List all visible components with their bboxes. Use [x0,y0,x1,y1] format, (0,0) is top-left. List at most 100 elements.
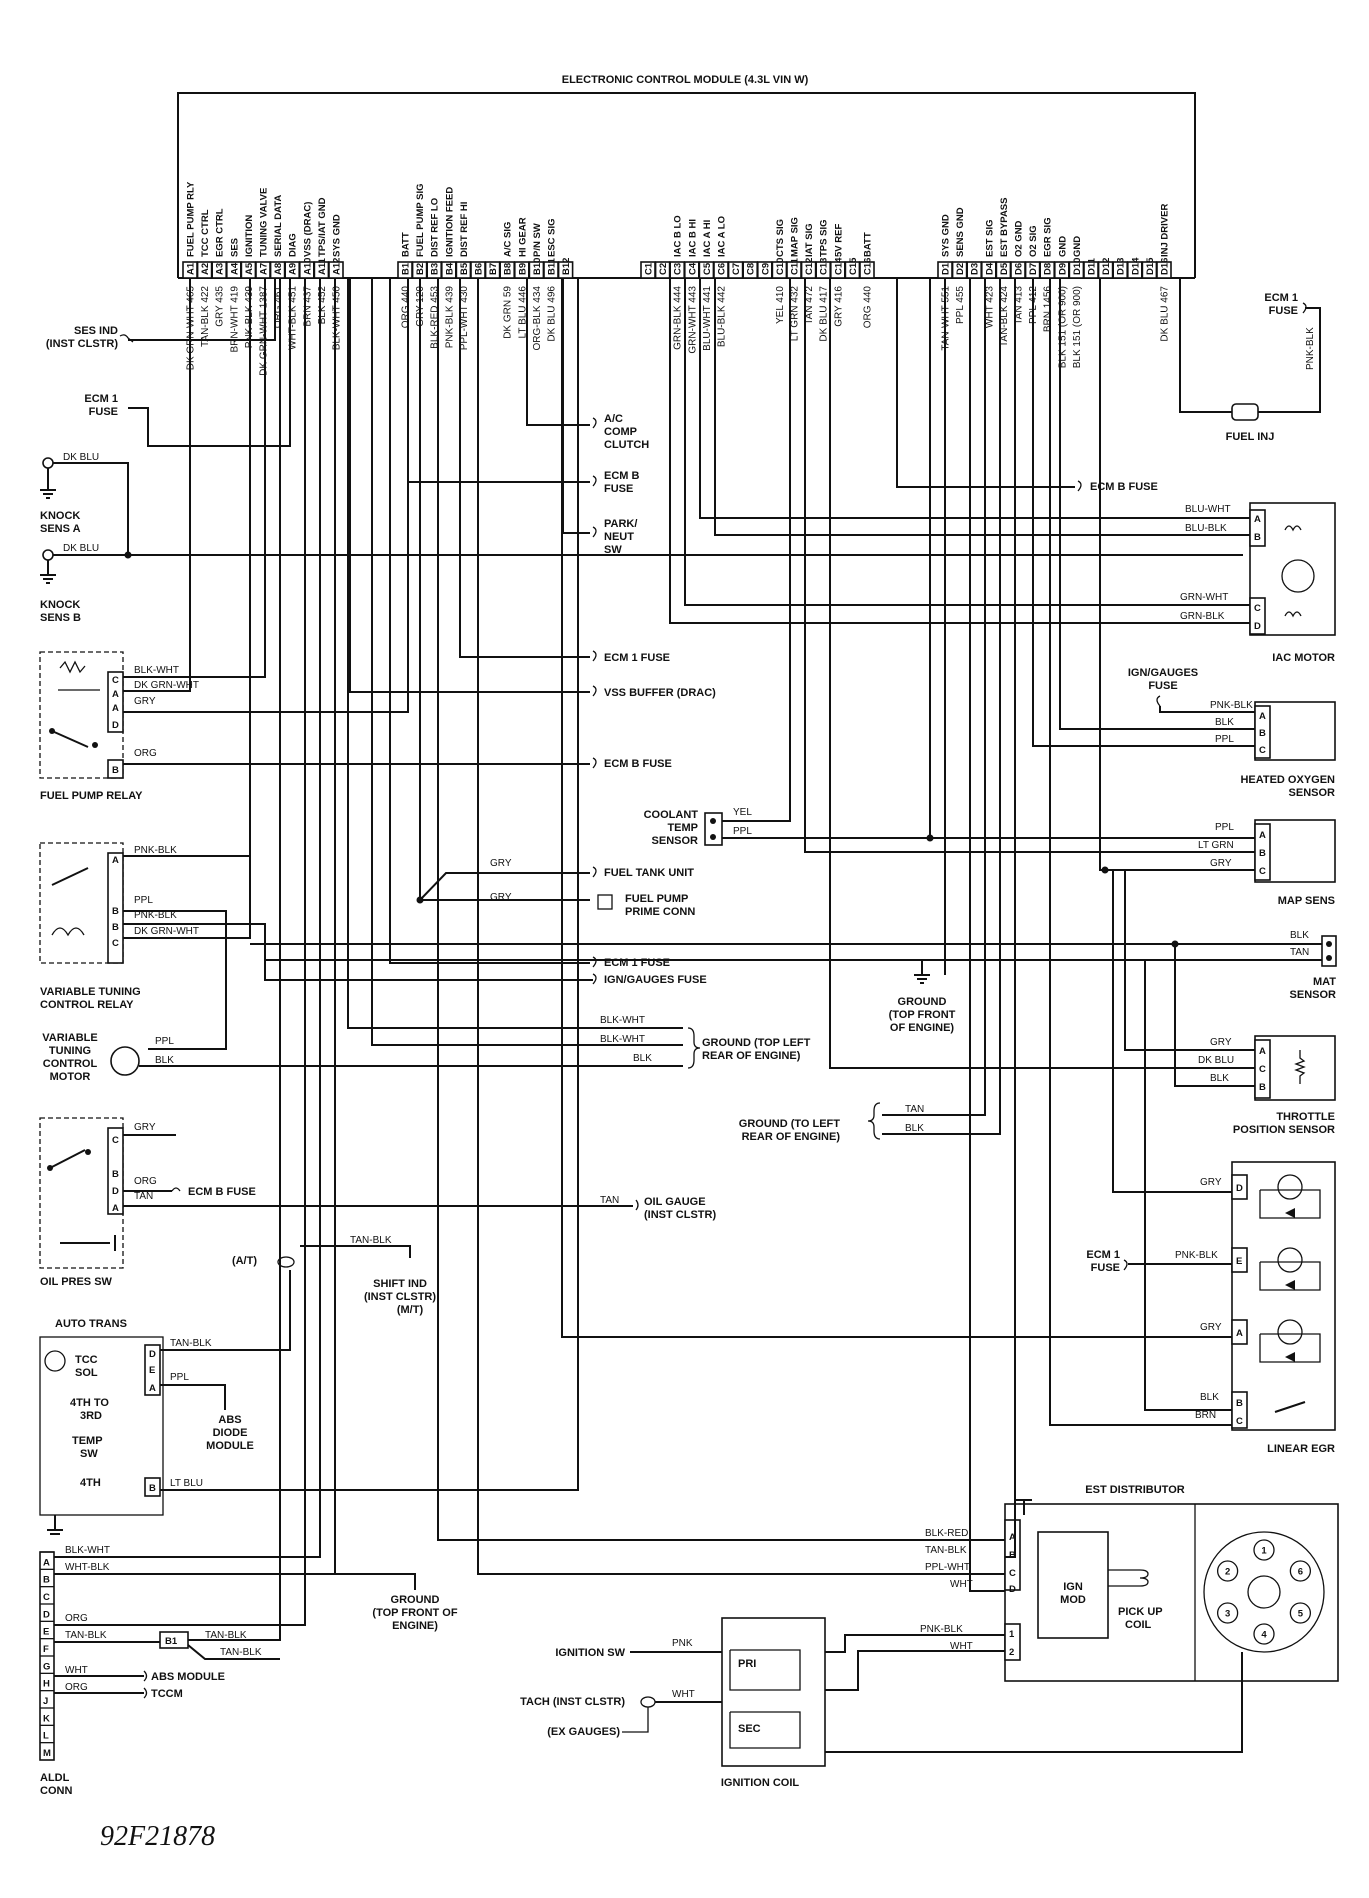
svg-text:B1: B1 [165,1636,178,1647]
ecm-pin-function: DIST REF HI [459,202,470,257]
ecm-pin-id: D13 [1116,258,1127,275]
svg-text:PICK UP: PICK UP [1118,1606,1163,1618]
svg-text:E: E [149,1365,155,1376]
svg-text:BLK: BLK [1290,930,1309,941]
svg-text:EST DISTRIBUTOR: EST DISTRIBUTOR [1085,1484,1184,1496]
ecm-title: ELECTRONIC CONTROL MODULE (4.3L VIN W) [562,74,809,86]
distributor-number: 4 [1261,1630,1267,1641]
ecm-pin-id: C3 [673,263,684,275]
svg-text:OF ENGINE): OF ENGINE) [890,1022,955,1034]
ecm-pin-wire: BLK 452 [317,286,328,325]
ecm-pin-function: IAC B HI [687,219,698,257]
ecm-pin-function: GND [1057,236,1068,257]
ecm-pin-id: C9 [760,263,771,275]
svg-text:ECM 1: ECM 1 [1086,1249,1120,1261]
aldl-pin-letter: H [43,1679,50,1690]
fpr-label: FUEL PUMP RELAY [40,790,143,802]
svg-text:COIL: COIL [1125,1619,1152,1631]
ecm1-fuse-label: ECM 1 [84,393,118,405]
svg-text:BLK-WHT: BLK-WHT [600,1034,645,1045]
ecm-pin-id: D4 [984,262,995,275]
ecm-pin-function: EGR CTRL [215,208,226,257]
ecm-pin-id: C11 [790,257,801,275]
svg-text:PNK-BLK: PNK-BLK [1305,327,1316,370]
svg-text:ORG: ORG [134,1176,157,1187]
svg-text:MAT: MAT [1313,976,1336,988]
svg-text:A: A [112,1203,119,1214]
ecm-pin-function: MAP SIG [790,217,801,257]
ecm-pin-function: ESC SIG [547,218,558,257]
aldl-pin-letter: A [43,1557,50,1568]
ecm-pin-wire: YEL 410 [775,286,786,324]
coolant-temp-sensor: COOLANT TEMP SENSOR YEL PPL [644,278,1255,847]
svg-text:GROUND (TO LEFT: GROUND (TO LEFT [739,1118,841,1130]
aldl-pin-letter: J [43,1696,48,1707]
svg-text:ECM 1: ECM 1 [1264,292,1298,304]
svg-text:TAN-BLK: TAN-BLK [65,1630,107,1641]
vtc-wire-b2: PNK-BLK [134,910,177,921]
vtc-motor: VARIABLE TUNING CONTROL MOTOR PPL BLK [42,1032,683,1083]
ecm-pin-id: B9 [517,263,528,275]
svg-text:PNK-BLK: PNK-BLK [1175,1250,1218,1261]
svg-text:B: B [149,1483,156,1494]
svg-text:B: B [1009,1550,1016,1561]
ecm-pin-id: C4 [687,262,698,275]
vtc-wire-b: PPL [134,895,153,906]
knock-sensor-b: DK BLU KNOCK SENS B [40,543,1243,624]
svg-text:C: C [1259,745,1266,756]
distributor-number: 1 [1261,1546,1267,1557]
svg-text:C: C [112,938,119,949]
svg-text:DK BLU: DK BLU [1198,1055,1234,1066]
svg-text:COMP: COMP [604,426,637,438]
svg-text:TUNING: TUNING [49,1045,91,1057]
svg-text:C: C [112,1135,119,1146]
ecm-pin-wire: ORG-BLK 434 [532,286,543,351]
svg-text:TEMP: TEMP [667,822,698,834]
svg-text:B: B [112,1169,119,1180]
ecm-pin-function: P/N SW [532,223,543,257]
ecm-pin-d16 [1156,261,1172,279]
svg-text:PPL: PPL [733,826,752,837]
ecm-pin-id: B1 [401,262,412,275]
knock-a-wire: DK BLU [63,452,99,463]
distributor-number: 5 [1298,1609,1304,1620]
svg-text:VSS BUFFER (DRAC): VSS BUFFER (DRAC) [604,687,716,699]
svg-text:SOL: SOL [75,1367,98,1379]
aldl-pin-letter: G [43,1661,50,1672]
ecm-pin-id: A7 [259,263,270,275]
ecm-module: ELECTRONIC CONTROL MODULE (4.3L VIN W) A… [177,74,1196,376]
svg-text:CLUTCH: CLUTCH [604,439,649,451]
aldl-pin-letter: K [43,1713,50,1724]
svg-text:1: 1 [1009,1629,1015,1640]
ecm-pin-wire: TAN-BLK 424 [999,286,1010,347]
ecm-pin-id: A11 [317,257,328,275]
svg-text:B: B [1259,848,1266,859]
ecm-pin-id: A4 [229,262,240,275]
svg-text:TEMP: TEMP [72,1435,103,1447]
svg-text:THROTTLE: THROTTLE [1276,1111,1335,1123]
ecm-pin-id: D8 [1043,263,1054,275]
svg-text:OIL PRES SW: OIL PRES SW [40,1276,113,1288]
svg-text:GROUND: GROUND [898,996,947,1008]
figure-id: 92F21878 [100,1821,215,1852]
map-sensor: ABC PPL LT GRN GRY MAP SENS [804,278,1336,907]
ecm-pin-function: IAC A HI [702,220,713,257]
ecm-pin-function: EST SIG [984,220,995,257]
ecm-pin-function: IGNITION FEED [444,187,455,257]
svg-text:AUTO TRANS: AUTO TRANS [55,1318,127,1330]
svg-text:A: A [1254,514,1261,525]
ecm-pin-function: HI GEAR [517,217,528,257]
distributor-terminal [1253,1539,1275,1561]
ecm-pin-function: INJ DRIVER [1160,204,1171,257]
svg-text:YEL: YEL [733,807,752,818]
svg-text:ALDL: ALDL [40,1772,70,1784]
svg-text:BLU-BLK: BLU-BLK [1185,523,1227,534]
svg-text:(INST CLSTR): (INST CLSTR) [364,1291,436,1303]
ecm-pin-id: D15 [1145,257,1156,275]
ecm-pin-function: SERIAL DATA [273,195,284,257]
ecm-pin-function: TPS/IAT GND [317,197,328,257]
aldl-pin-letter: E [43,1627,49,1638]
svg-text:MOD: MOD [1060,1594,1086,1606]
